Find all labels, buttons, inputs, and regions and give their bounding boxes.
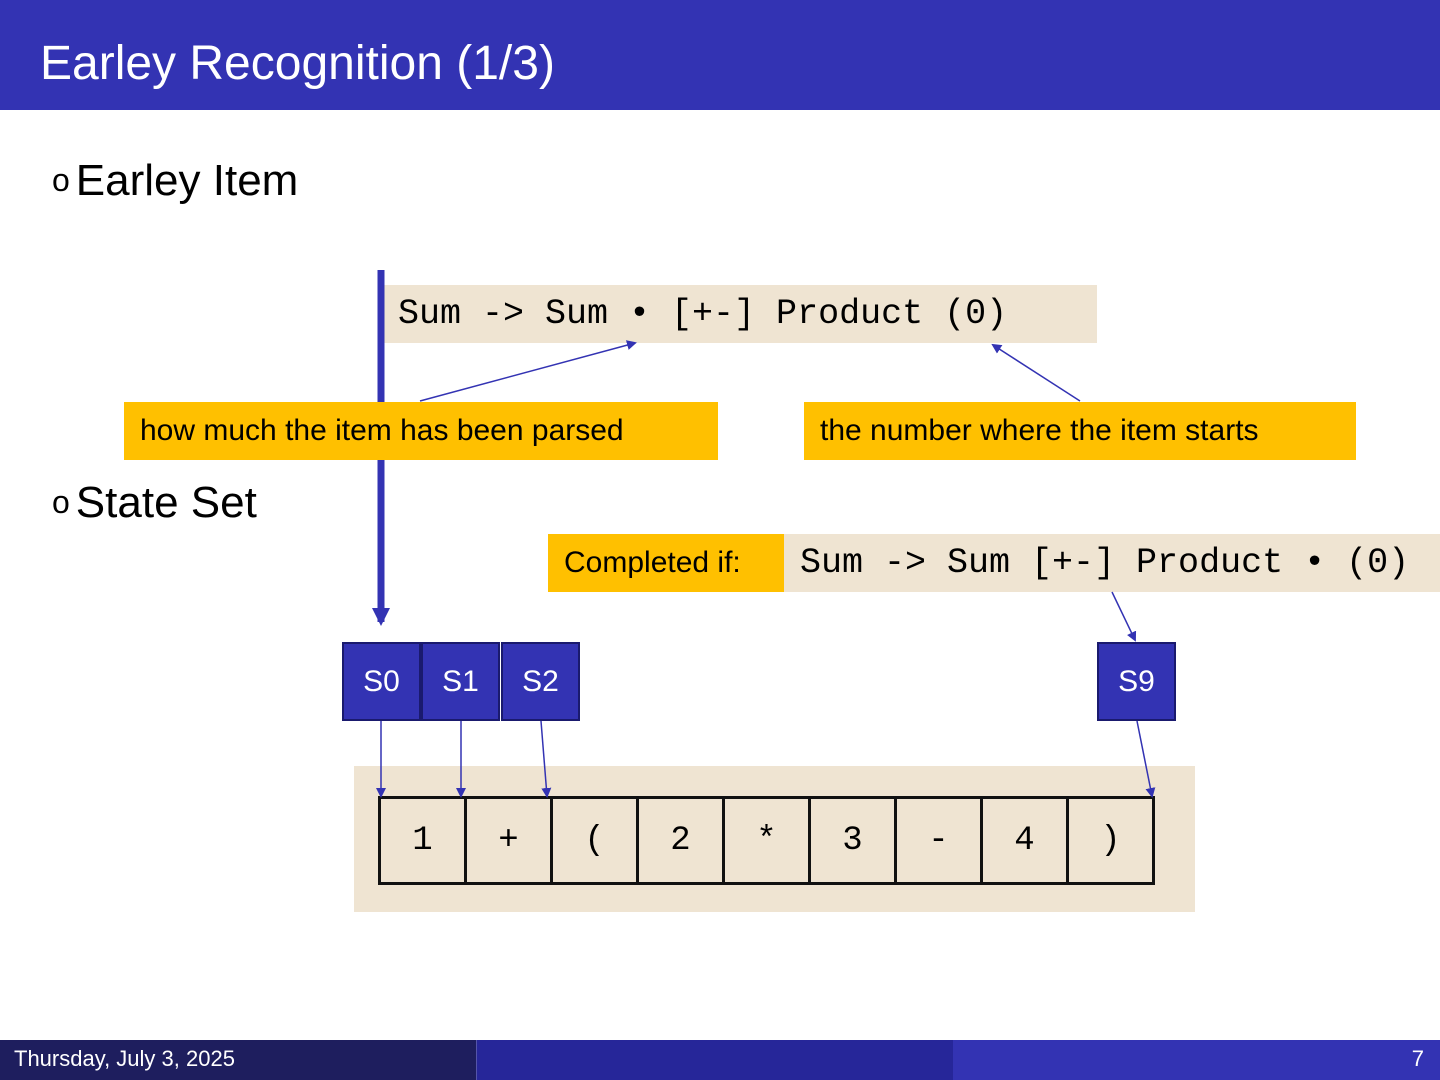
input-token: 1 [381, 799, 467, 882]
progress-arrow [419, 340, 637, 402]
footer-bar: Thursday, July 3, 2025 7 [0, 1040, 1440, 1080]
input-token: 3 [811, 799, 897, 882]
input-token: ( [553, 799, 639, 882]
bullet-text: Earley Item [75, 156, 299, 205]
origin-arrow [991, 343, 1081, 402]
input-token: * [725, 799, 811, 882]
callout-item-origin: the number where the item starts [804, 402, 1356, 460]
bullet-text: State Set [75, 478, 257, 527]
input-token: 4 [983, 799, 1069, 882]
completed-item-rule: Sum -> Sum [+-] Product • (0) [784, 534, 1440, 592]
input-panel [354, 766, 1195, 912]
footer-segment [476, 1040, 953, 1080]
title-bar [0, 0, 1440, 110]
input-token: 2 [639, 799, 725, 882]
slide-title: Earley Recognition (1/3) [40, 37, 555, 90]
earley-item-rule: Sum -> Sum • [+-] Product (0) [383, 285, 1097, 343]
input-token: ) [1069, 799, 1155, 882]
input-token-row: 1 + ( 2 * 3 - 4 ) [378, 796, 1155, 885]
footer-segment [953, 1040, 1440, 1080]
state-set-s0: S0 [342, 642, 421, 721]
bullet-marker: o [52, 484, 70, 520]
state-set-s9: S9 [1097, 642, 1176, 721]
state-set-s2: S2 [501, 642, 580, 721]
input-token: + [467, 799, 553, 882]
state-set-s1: S1 [421, 642, 500, 721]
completed-if-label: Completed if: [548, 534, 784, 592]
page-number: 7 [1411, 1046, 1424, 1071]
bullet-marker: o [52, 162, 70, 198]
footer-segment [0, 1040, 476, 1080]
callout-parse-progress: how much the item has been parsed [124, 402, 718, 460]
footer-date: Thursday, July 3, 2025 [14, 1046, 235, 1071]
completion-arrow-to-s9 [1111, 591, 1137, 642]
input-token: - [897, 799, 983, 882]
